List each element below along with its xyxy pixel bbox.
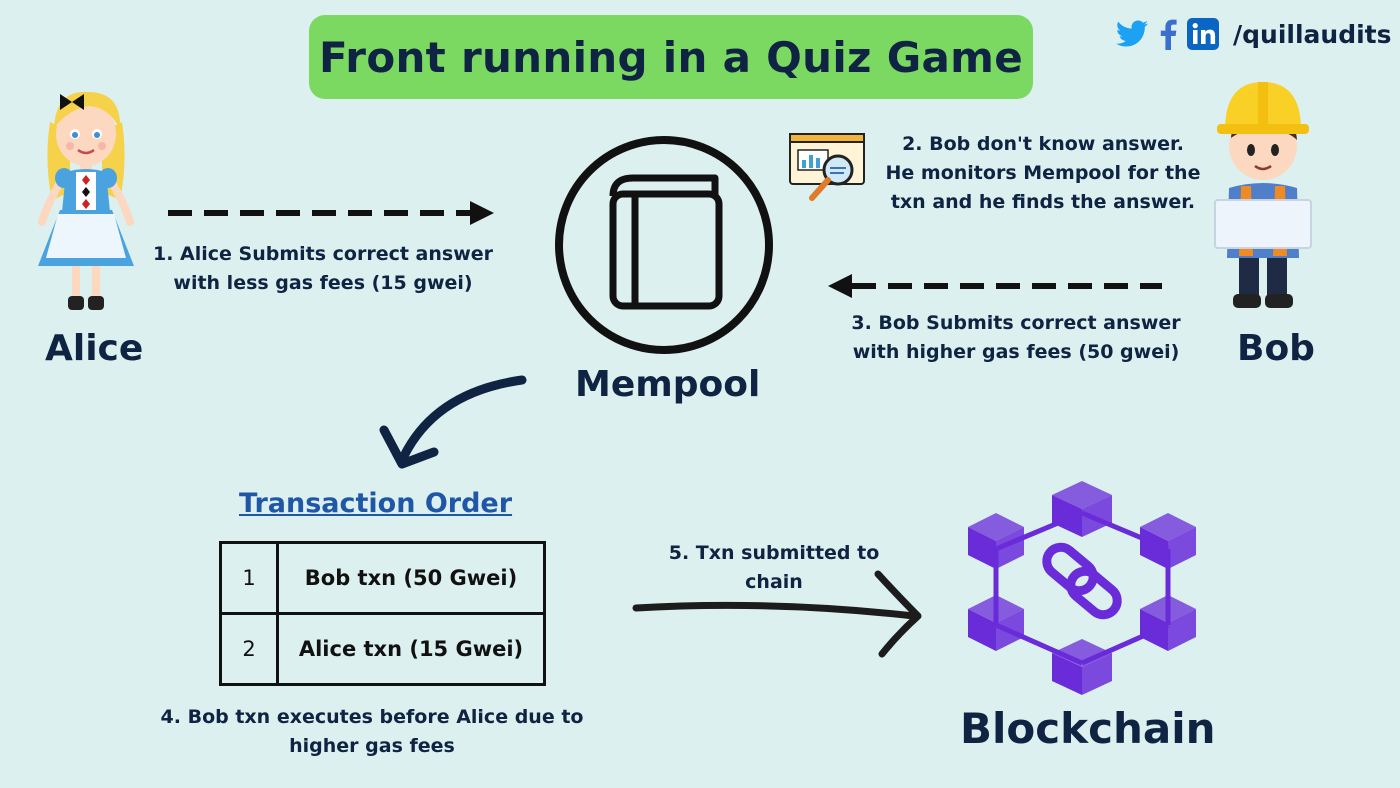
step-5-line-2: chain xyxy=(745,571,803,593)
mempool-label: Mempool xyxy=(575,364,761,405)
step-5-line-1: 5. Txn submitted to xyxy=(668,542,880,564)
social-handle[interactable]: /quillaudits xyxy=(1233,19,1392,49)
step-3-line-2: with higher gas fees (50 gwei) xyxy=(852,341,1180,363)
blockchain-icon xyxy=(968,481,1196,695)
step-1-text: 1. Alice Submits correct answer with les… xyxy=(140,240,506,298)
page-title: Front running in a Quiz Game xyxy=(319,32,1023,82)
step-4-text: 4. Bob txn executes before Alice due to … xyxy=(130,703,614,761)
blockchain-label: Blockchain xyxy=(960,704,1216,753)
step-1-line-1: 1. Alice Submits correct answer xyxy=(152,243,494,265)
twitter-icon[interactable] xyxy=(1115,20,1149,48)
monitor-search-icon xyxy=(789,133,865,201)
step-5-text: 5. Txn submitted to chain xyxy=(640,539,908,597)
step-2-text: 2. Bob don't know answer. He monitors Me… xyxy=(878,130,1208,217)
alice-figure xyxy=(38,91,134,310)
step-3-line-1: 3. Bob Submits correct answer xyxy=(851,312,1181,334)
social-bar: /quillaudits xyxy=(1115,18,1392,50)
step-3-text: 3. Bob Submits correct answer with highe… xyxy=(838,309,1194,367)
table-row: 2 Alice txn (15 Gwei) xyxy=(219,612,546,686)
row-number: 1 xyxy=(219,541,279,615)
row-transaction: Alice txn (15 Gwei) xyxy=(276,612,546,686)
alice-label: Alice xyxy=(45,328,144,369)
book-icon xyxy=(555,136,773,354)
mempool-to-order-arrow xyxy=(379,375,527,469)
step-4-line-2: higher gas fees xyxy=(289,735,455,757)
title-banner: Front running in a Quiz Game xyxy=(309,15,1033,99)
facebook-icon[interactable] xyxy=(1159,18,1177,50)
row-number: 2 xyxy=(219,612,279,686)
row-transaction: Bob txn (50 Gwei) xyxy=(276,541,546,615)
step-2-line-3: txn and he finds the answer. xyxy=(890,191,1196,213)
bob-figure xyxy=(1214,82,1312,308)
transaction-order-title: Transaction Order xyxy=(239,488,513,519)
step-2-line-1: 2. Bob don't know answer. xyxy=(902,133,1184,155)
bob-label: Bob xyxy=(1237,328,1315,369)
order-to-chain-arrow xyxy=(632,570,922,658)
bob-to-mempool-arrow xyxy=(828,274,1162,298)
step-2-line-2: He monitors Mempool for the xyxy=(885,162,1201,184)
transaction-order-table: 1 Bob txn (50 Gwei) 2 Alice txn (15 Gwei… xyxy=(219,541,546,686)
linkedin-icon[interactable] xyxy=(1187,18,1219,50)
step-4-line-1: 4. Bob txn executes before Alice due to xyxy=(160,706,584,728)
step-1-line-2: with less gas fees (15 gwei) xyxy=(173,272,473,294)
alice-to-mempool-arrow xyxy=(168,201,494,225)
table-row: 1 Bob txn (50 Gwei) xyxy=(219,541,546,615)
